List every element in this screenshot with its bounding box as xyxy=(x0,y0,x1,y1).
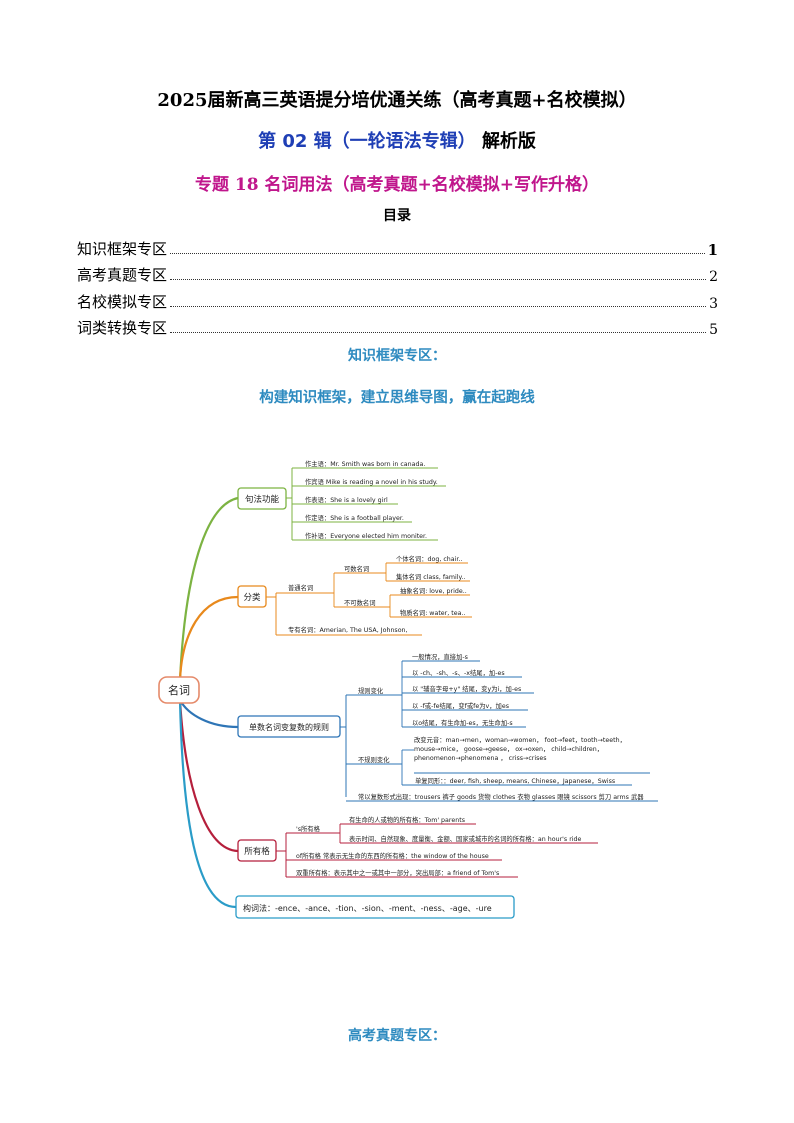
toc-entry-label: 词类转换专区 xyxy=(77,319,168,337)
proper-noun-item: 专有名词：Amerian, The USA, Johnson, xyxy=(288,625,408,634)
connector xyxy=(276,833,287,877)
branch-curve-word-formation xyxy=(178,699,237,909)
of-possessive-item: of所有格 常表示无生命的东西的所有格：the window of the ho… xyxy=(296,851,489,860)
section-subheading: 构建知识框架，建立思维导图，赢在起跑线 xyxy=(259,390,535,406)
toc-entry[interactable]: 名校模拟专区 3 xyxy=(77,285,718,312)
document-subtitle: 第 02 辑（一轮语法专辑） 解析版 xyxy=(0,127,794,153)
regular-label: 规则变化 xyxy=(358,686,384,695)
root-node-label: 名词 xyxy=(168,683,190,697)
section-heading-framework: 知识框架专区： xyxy=(348,348,446,364)
apostrophe-item: 表示时间、自然现象、度量衡、金额、国家或城市的名词的所有格：an hour's … xyxy=(349,834,582,843)
node-word-formation-label: 构词法：-ence、-ance、-tion、-sion、-ment、-ness、… xyxy=(243,903,492,913)
toc-entry-label: 高考真题专区 xyxy=(77,266,168,284)
node-plural-label: 单数名词变复数的规则 xyxy=(249,722,329,732)
branch-curve-plural xyxy=(179,699,239,729)
toc-page-number: 2 xyxy=(709,269,718,285)
section-heading-exam: 高考真题专区： xyxy=(348,1028,446,1044)
node-possessive-label: 所有格 xyxy=(244,846,270,857)
apostrophe-label: 's所有格 xyxy=(296,824,321,833)
branch-curve-possessive xyxy=(178,699,239,853)
plural-only-item: 常以复数形式出现：trousers 裤子 goods 货物 clothes 衣物… xyxy=(358,792,644,801)
topic-title: 专题 18 名词用法（高考真题+名校模拟+写作升格） xyxy=(195,175,599,195)
node-classification-label: 分类 xyxy=(243,592,261,603)
common-noun-label: 普通名词 xyxy=(288,583,313,592)
double-possessive-item: 双重所有格：表示其中之一或其中一部分，突出局部：a friend of Tom'… xyxy=(296,868,499,877)
toc-leader xyxy=(170,279,707,280)
function-item: 作表语：She is a lovely girl xyxy=(305,495,388,504)
toc-entry-label: 知识框架专区 xyxy=(77,239,168,258)
node-word-formation xyxy=(235,895,515,919)
subtitle-series: 第 02 辑（一轮语法专辑） xyxy=(258,131,476,152)
countable-label: 可数名词 xyxy=(344,564,369,573)
connector xyxy=(340,695,347,797)
table-of-contents: 知识框架专区 1 高考真题专区 2 名校模拟专区 3 词类转换专区 5 xyxy=(77,232,718,339)
function-items: 作主语：Mr. Smith was born in canada. 作宾语 Mi… xyxy=(292,459,446,541)
connector xyxy=(286,468,293,540)
function-item: 作宾语 Mike is reading a novel in his study… xyxy=(305,477,438,486)
subtitle-edition: 解析版 xyxy=(481,131,536,152)
irregular-vowel-item: 改变元音：man→men，woman→women， foot→feet，toot… xyxy=(414,737,626,762)
regular-item: 以 "辅音字母+y" 结尾，变y为i，加-es xyxy=(412,684,521,693)
toc-entry[interactable]: 高考真题专区 2 xyxy=(77,259,718,285)
toc-page-number: 1 xyxy=(707,240,718,259)
toc-page-number: 3 xyxy=(709,295,718,312)
plural-items: 规则变化 一般情况，直接加-s 以 -ch、-sh、-s、-x结尾，加-es 以… xyxy=(346,652,658,802)
irregular-label: 不规则变化 xyxy=(358,755,390,764)
document-title: 2025届新高三英语提分培优通关练（高考真题+名校模拟） xyxy=(157,90,637,111)
irregular-same-item: 单复同形：：deer, fish, sheep, means, Chinese，… xyxy=(415,776,615,785)
function-item: 作主语：Mr. Smith was born in canada. xyxy=(305,459,425,468)
countable-item: 集体名词 class, family.. xyxy=(396,572,465,581)
toc-heading: 目录 xyxy=(383,208,411,224)
branch-curve-classification xyxy=(178,595,239,681)
function-item: 作补语：Everyone elected him moniter. xyxy=(305,531,427,540)
mind-map: 名词 句法功能 作主语：Mr. Smith was born in canada… xyxy=(158,459,658,919)
regular-item: 以 -ch、-sh、-s、-x结尾，加-es xyxy=(412,668,505,677)
toc-entry-label: 名校模拟专区 xyxy=(77,292,168,311)
root-node xyxy=(158,676,200,704)
regular-item: 以o结尾，有生命加-es，无生命加-s xyxy=(412,718,513,727)
toc-entry[interactable]: 知识框架专区 1 xyxy=(77,232,718,259)
toc-leader xyxy=(170,252,705,254)
toc-page-number: 5 xyxy=(709,322,718,338)
function-item: 作定语：She is a football player. xyxy=(305,513,404,522)
uncountable-item: 物质名词: water, tea.. xyxy=(400,608,465,617)
connector xyxy=(266,593,277,635)
regular-item: 一般情况，直接加-s xyxy=(412,652,468,661)
node-function-label: 句法功能 xyxy=(245,494,280,505)
possessive-items: 's所有格 有生命的人或物的所有格：Tom' parents 表示时间、自然现象… xyxy=(286,815,598,878)
branch-curve-function xyxy=(178,496,239,681)
toc-entry[interactable]: 词类转换专区 5 xyxy=(77,312,718,338)
apostrophe-item: 有生命的人或物的所有格：Tom' parents xyxy=(349,815,465,824)
countable-item: 个体名词：dog, chair.. xyxy=(396,554,462,563)
toc-leader xyxy=(170,305,707,307)
classification-items: 普通名词 可数名词 个体名词：dog, chair.. 集体名词 class, … xyxy=(276,554,472,636)
uncountable-item: 抽象名词: love, pride.. xyxy=(400,586,467,595)
uncountable-label: 不可数名词 xyxy=(344,598,375,607)
toc-leader xyxy=(170,332,707,333)
regular-item: 以 -f或-fe结尾，变f或fe为v，加es xyxy=(412,701,509,710)
